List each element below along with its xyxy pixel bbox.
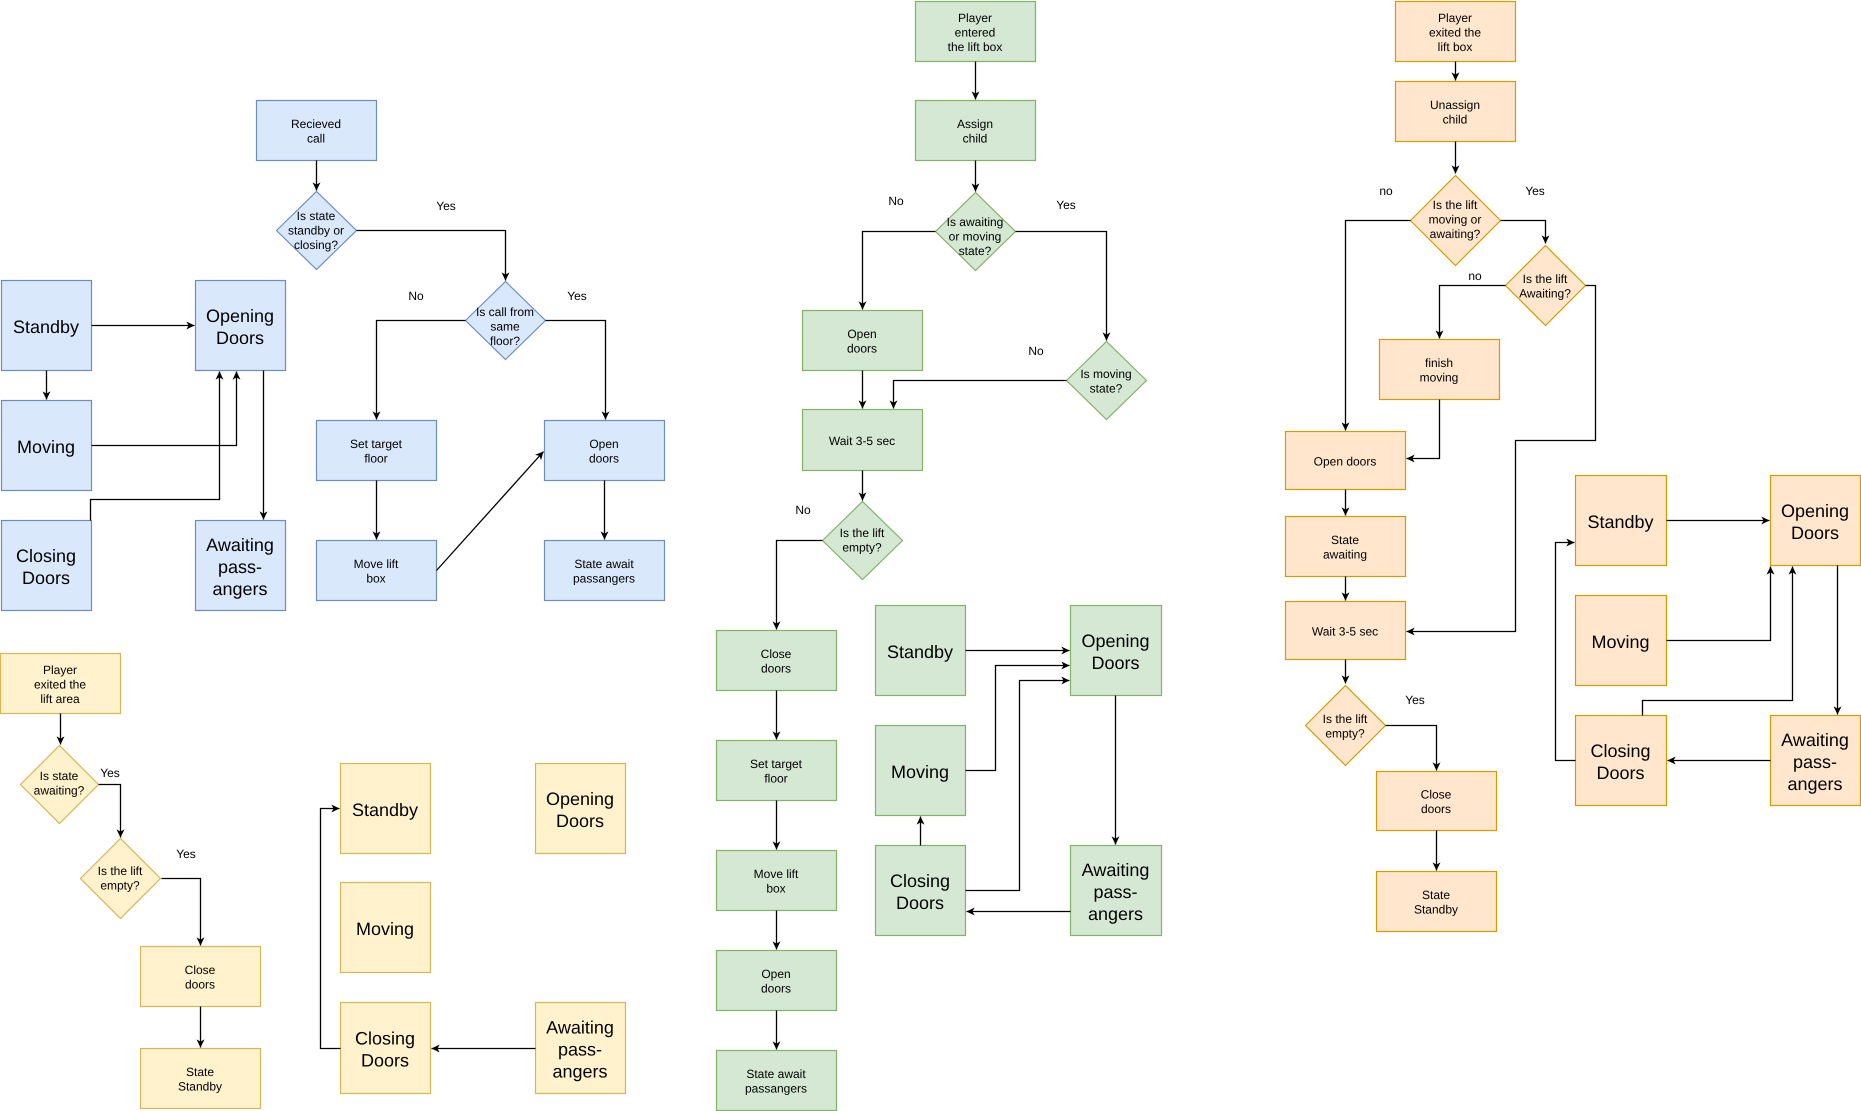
svg-text:Standby: Standby — [352, 800, 418, 820]
svg-text:Yes: Yes — [1525, 184, 1545, 198]
svg-text:No: No — [795, 503, 811, 517]
svg-text:No: No — [1028, 344, 1044, 358]
svg-text:Yes: Yes — [176, 847, 196, 861]
svg-text:No: No — [408, 289, 424, 303]
svg-text:Yes: Yes — [1056, 198, 1076, 212]
svg-text:Yes: Yes — [567, 289, 587, 303]
svg-text:Standby: Standby — [13, 317, 79, 337]
svg-text:Moving: Moving — [1591, 632, 1649, 652]
svg-text:Standby: Standby — [1587, 512, 1653, 532]
svg-text:Standby: Standby — [887, 642, 953, 662]
svg-text:Yes: Yes — [100, 766, 120, 780]
svg-text:no: no — [1379, 184, 1393, 198]
svg-text:Moving: Moving — [17, 437, 75, 457]
svg-text:Wait 3-5 sec: Wait 3-5 sec — [1312, 624, 1378, 638]
svg-text:Wait 3-5 sec: Wait 3-5 sec — [829, 434, 895, 448]
svg-text:Moving: Moving — [891, 762, 949, 782]
svg-text:Yes: Yes — [436, 199, 456, 213]
svg-text:no: no — [1468, 269, 1482, 283]
svg-text:Yes: Yes — [1405, 693, 1425, 707]
svg-text:Open doors: Open doors — [1314, 454, 1377, 468]
svg-text:Moving: Moving — [356, 919, 414, 939]
svg-text:No: No — [888, 194, 904, 208]
